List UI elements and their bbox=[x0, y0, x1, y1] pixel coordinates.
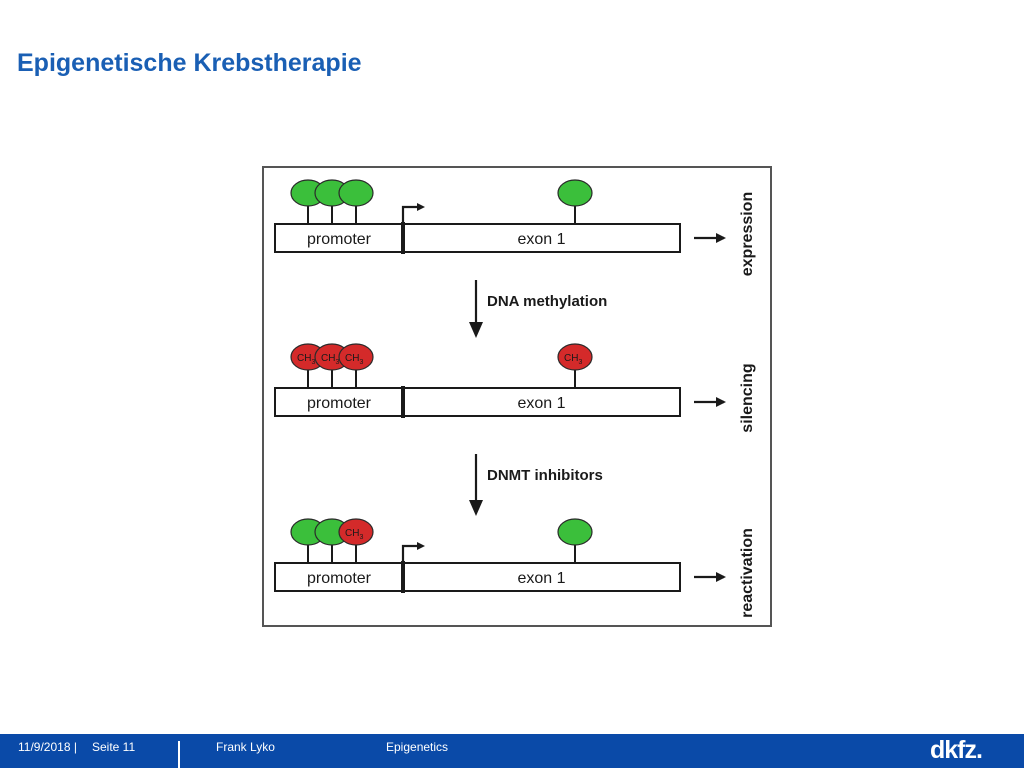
methyl-group-subscript: 3 bbox=[359, 534, 363, 541]
footer-bar: 11/9/2018 | Seite 11 Frank Lyko Epigenet… bbox=[0, 734, 1024, 768]
unmethylated-cpg-site bbox=[557, 179, 593, 207]
tss-arrow-head bbox=[417, 542, 425, 550]
methyl-group-subscript: 3 bbox=[335, 359, 339, 366]
transition-label: DNMT inhibitors bbox=[487, 467, 603, 484]
gene-box bbox=[274, 387, 681, 417]
methylated-cpg-site bbox=[338, 518, 374, 546]
methyl-group-text: CH bbox=[564, 353, 578, 364]
footer-author: Frank Lyko bbox=[216, 740, 275, 754]
gene-box bbox=[274, 562, 681, 592]
promoter-label: promoter bbox=[307, 570, 372, 587]
outcome-label-silencing: silencing bbox=[739, 363, 756, 432]
transition-2: DNMT inhibitors bbox=[469, 454, 603, 516]
gene-row-1: promoter exon 1 expression bbox=[274, 179, 756, 276]
promoter-label: promoter bbox=[307, 395, 372, 412]
methyl-group-label: CH3 bbox=[345, 528, 363, 541]
unmethylated-cpg-site bbox=[338, 179, 374, 207]
methyl-group-label: CH3 bbox=[564, 353, 582, 366]
methyl-group-subscript: 3 bbox=[578, 359, 582, 366]
gene-row-3: CH3 promoter exon 1 reactivation bbox=[274, 518, 756, 618]
tss-arrow-head bbox=[417, 203, 425, 211]
footer-date: 11/9/2018 | bbox=[18, 740, 77, 754]
tss-arrow-line bbox=[401, 205, 419, 224]
exon-label: exon 1 bbox=[517, 570, 565, 587]
slide-title: Epigenetische Krebstherapie bbox=[17, 49, 362, 77]
transition-1: DNA methylation bbox=[469, 280, 607, 338]
transition-arrow-head bbox=[469, 322, 483, 338]
methyl-group-subscript: 3 bbox=[359, 359, 363, 366]
gene-box bbox=[274, 223, 681, 253]
methyl-group-label: CH3 bbox=[345, 353, 363, 366]
methyl-group-text: CH bbox=[321, 353, 335, 364]
methylated-cpg-site bbox=[557, 343, 593, 371]
transition-arrow-head bbox=[469, 500, 483, 516]
footer-divider bbox=[178, 741, 180, 768]
footer-page-number: Seite 11 bbox=[92, 740, 136, 754]
transition-label: DNA methylation bbox=[487, 293, 607, 310]
methyl-group-text: CH bbox=[345, 528, 359, 539]
promoter-label: promoter bbox=[307, 231, 372, 248]
methyl-group-text: CH bbox=[297, 353, 311, 364]
outcome-label-reactivation: reactivation bbox=[739, 528, 756, 618]
exon-label: exon 1 bbox=[517, 395, 565, 412]
dkfz-logo: dkfz. bbox=[930, 736, 983, 764]
footer-topic: Epigenetics bbox=[386, 740, 449, 754]
unmethylated-cpg-site bbox=[557, 518, 593, 546]
methylated-cpg-site bbox=[338, 343, 374, 371]
methyl-group-label: CH3 bbox=[321, 353, 339, 366]
outcome-label-expression: expression bbox=[739, 192, 756, 276]
exon-label: exon 1 bbox=[517, 231, 565, 248]
methyl-group-label: CH3 bbox=[297, 353, 315, 366]
tss-arrow-line bbox=[401, 544, 419, 563]
methyl-group-subscript: 3 bbox=[311, 359, 315, 366]
methyl-group-text: CH bbox=[345, 353, 359, 364]
